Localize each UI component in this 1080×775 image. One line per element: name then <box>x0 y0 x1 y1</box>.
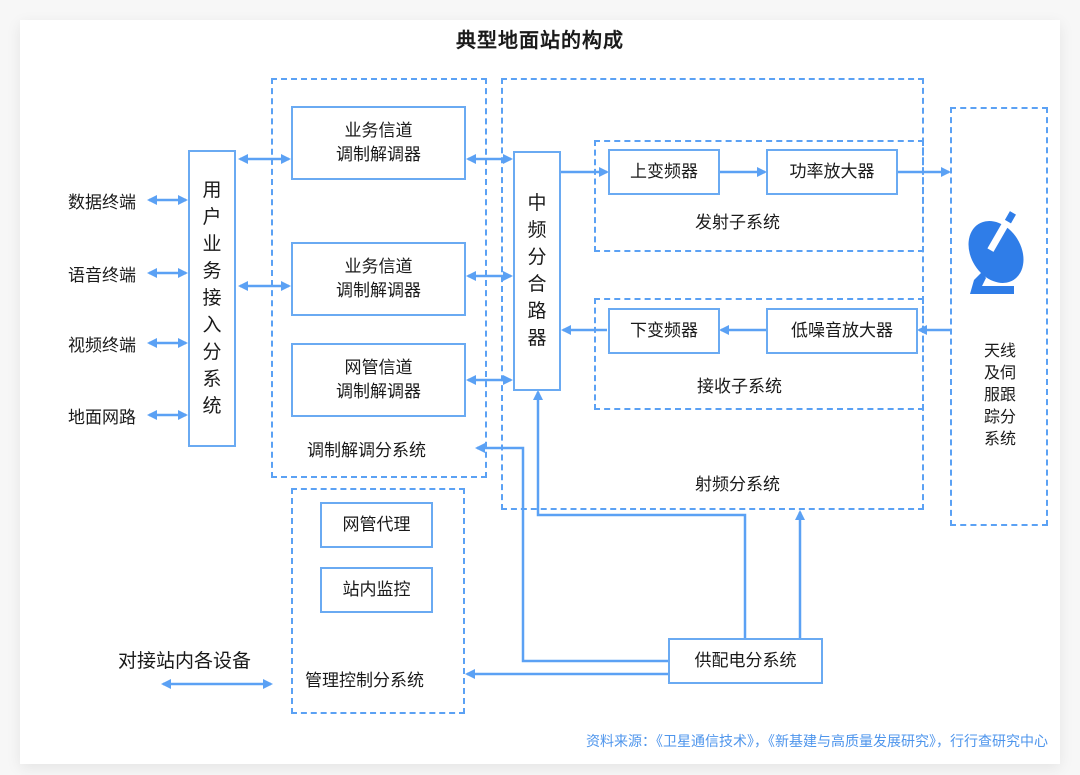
vertical-char: 器 <box>527 327 547 349</box>
antenna-label: 天线及伺服跟踪分系统 <box>972 340 1028 450</box>
vertical-char: 路 <box>527 300 547 322</box>
transmit-subsystem-label: 发射子系统 <box>695 213 780 233</box>
modem-1-line2: 调制解调器 <box>336 145 421 165</box>
vertical-char: 中 <box>527 192 547 214</box>
vertical-char: 系 <box>202 368 222 390</box>
antenna-label-line: 天线 <box>983 341 1016 360</box>
downconverter: 下变频器 <box>608 308 720 354</box>
nms-agent: 网管代理 <box>320 502 433 548</box>
service-modem-1: 业务信道 调制解调器 <box>291 106 466 180</box>
management-subsystem-label: 管理控制分系统 <box>305 671 424 691</box>
terminal-video: 视频终端 <box>68 336 136 356</box>
modem-2-line2: 调制解调器 <box>336 281 421 301</box>
upconverter: 上变频器 <box>608 149 720 195</box>
power-distribution-subsystem: 供配电分系统 <box>668 638 823 684</box>
antenna-label-line: 系统 <box>983 429 1016 448</box>
vertical-char: 入 <box>202 314 222 336</box>
antenna-label-line: 踪分 <box>983 407 1016 426</box>
modem-2-line1: 业务信道 <box>344 257 413 277</box>
if-combiner: 中频分合路器 <box>513 151 561 391</box>
low-noise-amplifier: 低噪音放大器 <box>766 308 918 354</box>
satellite-dish-icon <box>968 211 1024 294</box>
transmit-subsystem-group <box>594 140 924 252</box>
nms-modem: 网管信道 调制解调器 <box>291 343 466 417</box>
antenna-subsystem-group <box>950 107 1048 526</box>
power-line-to-if <box>533 390 747 638</box>
vertical-char: 合 <box>527 273 547 295</box>
user-access-subsystem: 用户业务接入分系统 <box>188 150 236 447</box>
terminal-voice: 语音终端 <box>68 266 136 286</box>
rf-subsystem-label: 射频分系统 <box>695 475 780 495</box>
if-combiner-label: 中频分合路器 <box>527 190 546 352</box>
vertical-char: 务 <box>202 260 222 282</box>
antenna-label-line: 及伺 <box>983 363 1016 382</box>
power-line-to-modem <box>475 443 670 663</box>
rf-subsystem-group <box>501 78 924 510</box>
service-modem-2: 业务信道 调制解调器 <box>291 242 466 316</box>
vertical-char: 用 <box>202 179 222 201</box>
receive-subsystem-group <box>594 298 924 410</box>
management-subsystem-group <box>291 488 465 714</box>
power-amplifier: 功率放大器 <box>766 149 898 195</box>
legend-label: 对接站内各设备 <box>118 650 252 672</box>
vertical-char: 户 <box>202 206 222 228</box>
source-note: 资料来源：《卫星通信技术》，《新基建与高质量发展研究》，行行查研究中心 <box>586 734 1048 750</box>
vertical-char: 接 <box>202 287 222 309</box>
antenna-label-line: 服跟 <box>983 385 1016 404</box>
vertical-char: 频 <box>527 219 547 241</box>
station-monitor: 站内监控 <box>320 567 433 613</box>
diagram-title: 典型地面站的构成 <box>456 28 624 52</box>
receive-subsystem-label: 接收子系统 <box>697 377 782 397</box>
modem-subsystem-label: 调制解调分系统 <box>307 441 426 461</box>
vertical-char: 分 <box>527 246 547 268</box>
terminal-ground-network: 地面网路 <box>68 408 136 428</box>
vertical-char: 业 <box>202 233 222 255</box>
vertical-char: 分 <box>202 341 222 363</box>
user-access-label: 用户业务接入分系统 <box>202 177 221 420</box>
terminal-data: 数据终端 <box>68 193 136 213</box>
modem-3-line2: 调制解调器 <box>336 382 421 402</box>
modem-1-line1: 业务信道 <box>344 121 413 141</box>
vertical-char: 统 <box>202 395 222 417</box>
modem-3-line1: 网管信道 <box>344 358 413 378</box>
